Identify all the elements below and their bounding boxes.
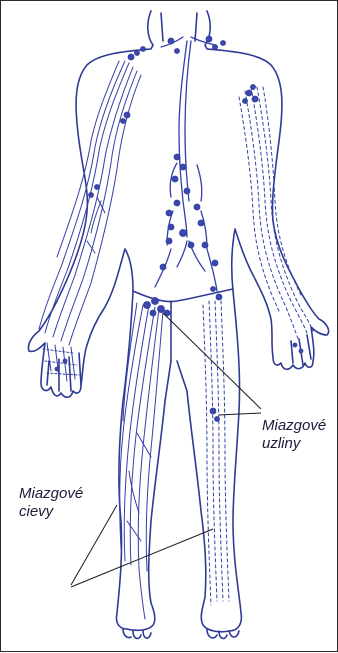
leader-lines xyxy=(71,313,261,587)
label-lymph-vessels-line1: Miazgové xyxy=(19,485,83,503)
arm-vessels-left xyxy=(39,61,141,381)
body-outline xyxy=(28,11,328,638)
leader-line-vessels-lower xyxy=(71,529,213,587)
label-lymph-nodes-line1: Miazgové xyxy=(262,417,326,435)
label-lymph-vessels-line2: cievy xyxy=(19,503,83,521)
arm-vessels-right xyxy=(239,87,313,341)
label-lymph-nodes-line2: uzliny xyxy=(262,435,326,453)
leader-line-nodes-knee xyxy=(219,413,261,415)
leg-vessels-left xyxy=(120,303,163,619)
label-lymph-vessels: Miazgové cievy xyxy=(19,485,83,521)
central-vessels xyxy=(155,37,217,291)
label-lymph-nodes: Miazgové uzliny xyxy=(262,417,326,453)
leg-vessels-right xyxy=(203,301,229,605)
